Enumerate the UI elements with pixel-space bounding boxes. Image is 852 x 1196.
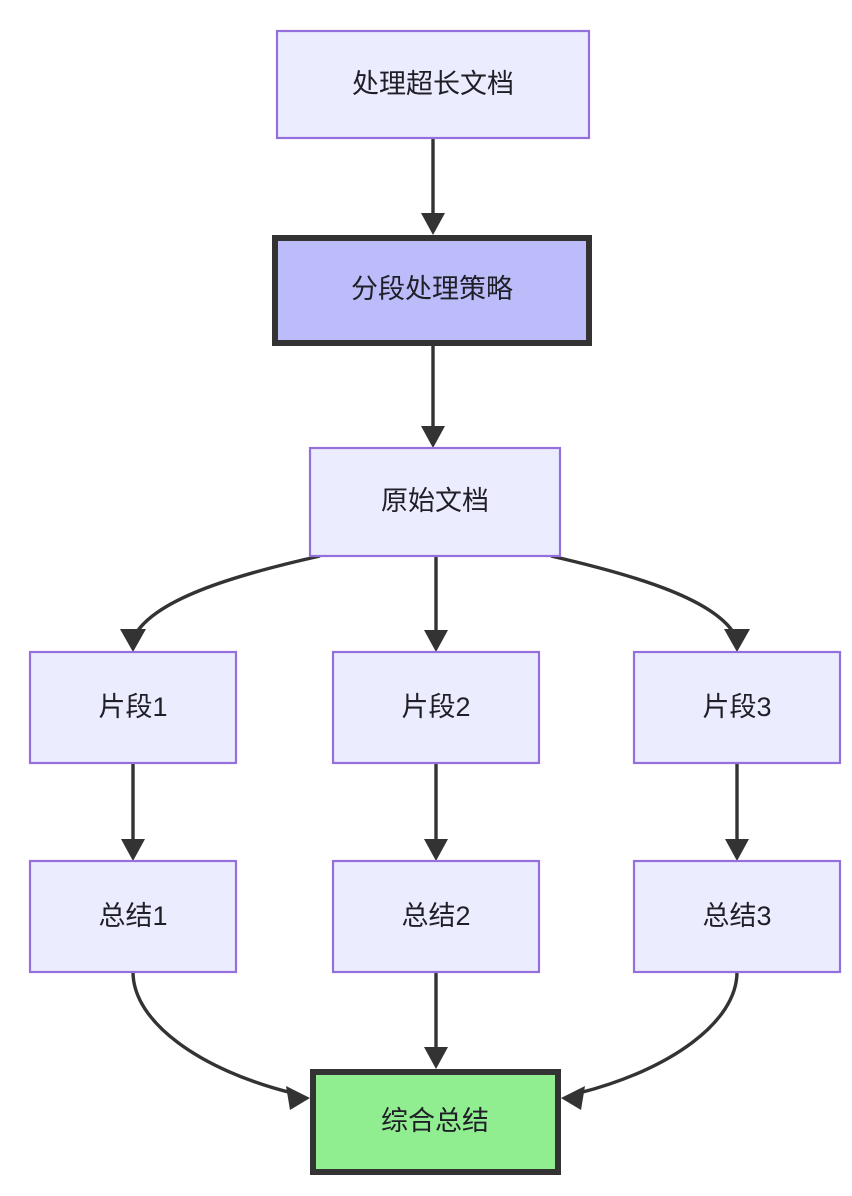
arrow-head-icon — [121, 839, 145, 861]
edge-line — [578, 971, 739, 1095]
node-label: 总结2 — [401, 901, 470, 931]
node-box[interactable] — [632, 859, 842, 974]
arrow-head-icon — [421, 426, 445, 448]
arrow-head-icon — [561, 1086, 585, 1110]
edge-layer — [120, 138, 750, 1110]
node-box[interactable] — [331, 859, 541, 974]
edge-line — [550, 554, 739, 640]
arrow-head-icon — [286, 1086, 310, 1110]
node-label: 分段处理策略 — [351, 274, 513, 304]
arrow-head-icon — [724, 629, 750, 652]
node-chunk-1[interactable]: 片段1 — [28, 650, 238, 765]
node-summary-2[interactable]: 总结2 — [331, 859, 541, 974]
arrow-head-icon — [120, 629, 146, 652]
edge-chunk1-to-summary1 — [121, 763, 145, 861]
node-box[interactable] — [275, 29, 591, 140]
node-label: 片段2 — [401, 692, 470, 722]
node-final-summary[interactable]: 综合总结 — [310, 1069, 561, 1175]
node-label: 片段1 — [98, 692, 167, 722]
node-label: 处理超长文档 — [352, 69, 514, 99]
edge-process-to-strategy — [421, 138, 445, 235]
node-label: 总结1 — [98, 901, 167, 931]
node-summary-1[interactable]: 总结1 — [28, 859, 238, 974]
edge-strategy-to-source — [421, 346, 445, 448]
node-label: 综合总结 — [381, 1106, 489, 1136]
edge-line — [131, 554, 321, 640]
node-source-document[interactable]: 原始文档 — [308, 446, 562, 558]
node-process-long-document[interactable]: 处理超长文档 — [275, 29, 591, 140]
node-summary-3[interactable]: 总结3 — [632, 859, 842, 974]
node-chunk-3[interactable]: 片段3 — [632, 650, 842, 765]
edge-source-to-chunk2 — [424, 556, 448, 652]
edge-summary1-to-final — [131, 971, 310, 1110]
edge-summary2-to-final — [424, 972, 448, 1069]
node-box[interactable] — [272, 235, 592, 346]
edge-chunk2-to-summary2 — [424, 763, 448, 861]
edge-line — [131, 971, 293, 1095]
node-box[interactable] — [331, 650, 541, 765]
edge-summary3-to-final — [561, 971, 739, 1110]
edge-source-to-chunk1 — [120, 554, 321, 652]
node-box[interactable] — [308, 446, 562, 558]
arrow-head-icon — [725, 839, 749, 861]
edge-chunk3-to-summary3 — [725, 763, 749, 861]
node-chunking-strategy[interactable]: 分段处理策略 — [272, 235, 592, 346]
node-label: 片段3 — [702, 692, 771, 722]
node-box[interactable] — [28, 650, 238, 765]
node-label: 总结3 — [702, 901, 771, 931]
arrow-head-icon — [424, 630, 448, 652]
arrow-head-icon — [421, 213, 445, 235]
node-label: 原始文档 — [381, 486, 489, 516]
node-box[interactable] — [632, 650, 842, 765]
node-box[interactable] — [310, 1069, 561, 1175]
arrow-head-icon — [424, 1047, 448, 1069]
edge-source-to-chunk3 — [550, 554, 750, 652]
node-chunk-2[interactable]: 片段2 — [331, 650, 541, 765]
arrow-head-icon — [424, 839, 448, 861]
node-layer: 处理超长文档 分段处理策略 原始文档 片段1 片段2 片段3 — [28, 29, 842, 1175]
node-box[interactable] — [28, 859, 238, 974]
